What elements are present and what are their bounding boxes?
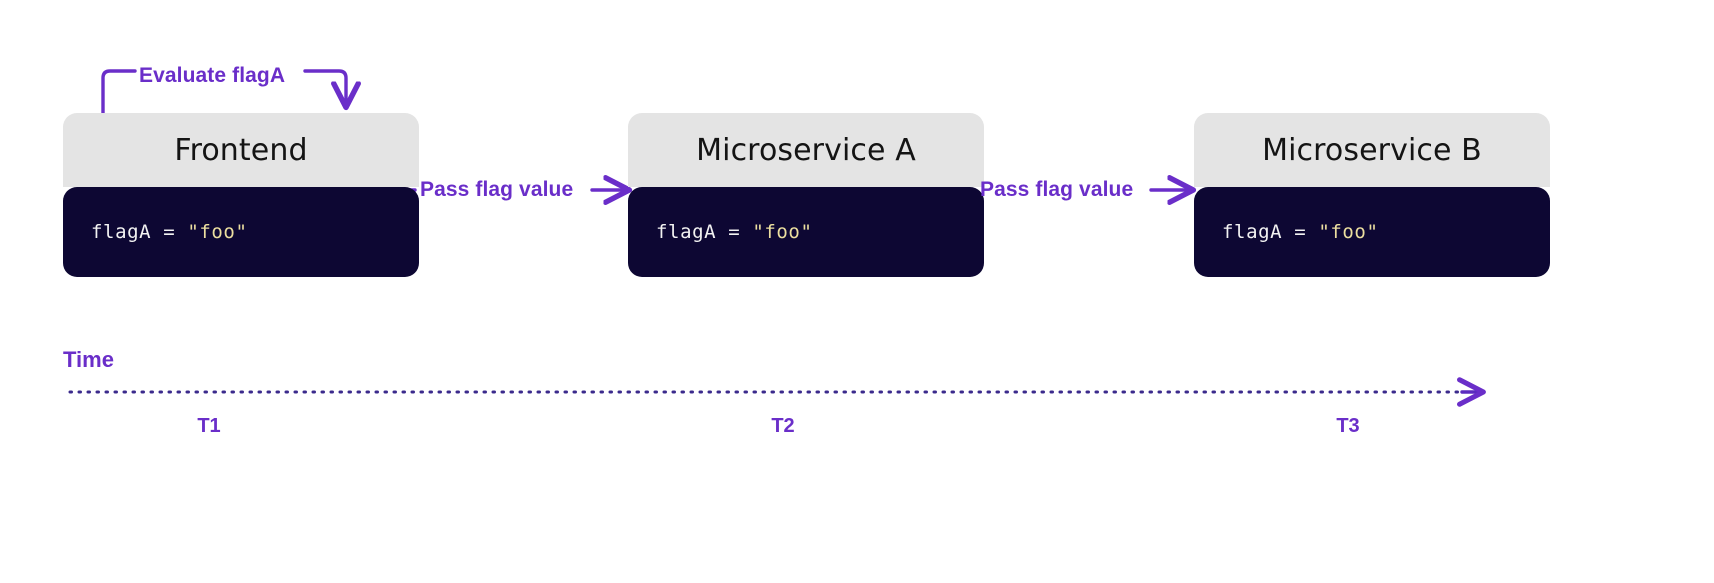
edge-label-pass-1: Pass flag value [420,178,574,201]
edge-label-evaluate-loop: Evaluate flagA [139,64,286,87]
node-microservice-a[interactable]: Microservice A flagA = "foo" [628,113,984,277]
node-frontend-header: Frontend [63,113,419,187]
timeline-tick-t2: T2 [771,415,795,437]
node-microservice-b-code-key: flagA = [1222,221,1319,243]
node-frontend-code-key: flagA = [91,221,188,243]
timeline-tick-t1: T1 [197,415,221,437]
node-microservice-b-title: Microservice B [1262,132,1482,168]
node-frontend-code-value: "foo" [187,221,248,243]
node-frontend-title: Frontend [174,132,308,168]
node-microservice-a-code-block: flagA = "foo" [628,187,984,277]
node-frontend[interactable]: Frontend flagA = "foo" [63,113,419,277]
node-frontend-code-block: flagA = "foo" [63,187,419,277]
node-microservice-b-code-block: flagA = "foo" [1194,187,1550,277]
node-microservice-a-header: Microservice A [628,113,984,187]
node-frontend-code-line: flagA = "foo" [91,221,248,243]
timeline-label: Time [63,347,114,372]
node-microservice-b[interactable]: Microservice B flagA = "foo" [1194,113,1550,277]
edge-evaluate-loop-right [303,69,346,106]
edge-evaluate-loop-left [101,69,137,123]
node-microservice-a-code-key: flagA = [656,221,753,243]
node-microservice-b-code-line: flagA = "foo" [1222,221,1379,243]
node-microservice-b-code-value: "foo" [1318,221,1379,243]
node-microservice-a-title: Microservice A [696,132,916,168]
edge-label-pass-2: Pass flag value [980,178,1134,201]
timeline-tick-t3: T3 [1336,415,1360,437]
node-microservice-b-header: Microservice B [1194,113,1550,187]
node-microservice-a-code-line: flagA = "foo" [656,221,813,243]
node-microservice-a-code-value: "foo" [752,221,813,243]
